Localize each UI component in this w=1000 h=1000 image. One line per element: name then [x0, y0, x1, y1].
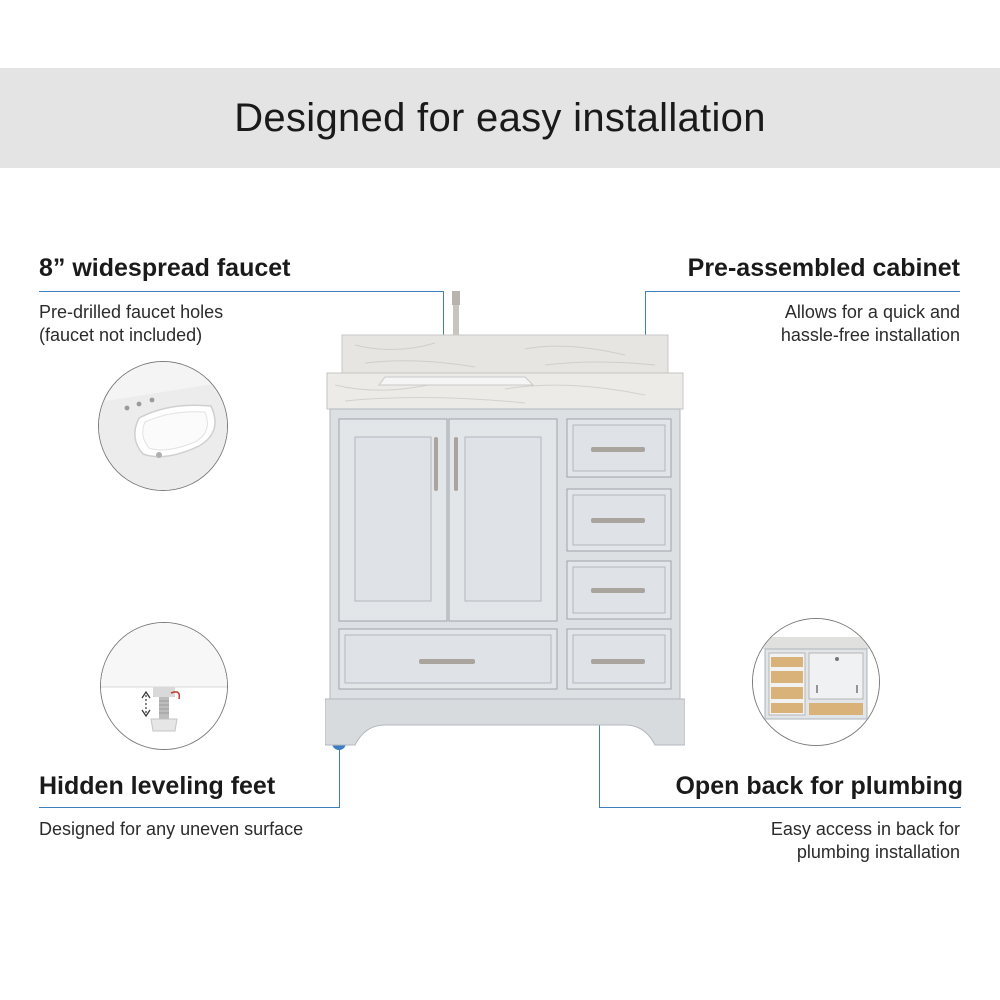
feet-leader-drop — [339, 743, 340, 808]
feet-leader-line — [39, 807, 339, 808]
plumbing-leader-line — [599, 807, 961, 808]
faucet-leader-line — [39, 291, 444, 292]
plumbing-heading: Open back for plumbing — [675, 772, 963, 800]
faucet-description: Pre-drilled faucet holes (faucet not inc… — [39, 302, 224, 345]
faucet-heading: 8” widespread faucet — [39, 254, 291, 282]
cabinet-description: Allows for a quick and hassle-free insta… — [780, 302, 960, 345]
feet-heading: Hidden leveling feet — [39, 772, 276, 800]
cabinet-leader-line — [645, 291, 960, 292]
page-title: Designed for easy installation — [234, 95, 766, 140]
faucet-leader-drop — [443, 291, 444, 368]
title-banner: Designed for easy installation — [0, 68, 1000, 168]
plumbing-description: Easy access in back for plumbing install… — [770, 819, 960, 862]
leveling-foot-image — [100, 622, 228, 750]
feet-description: Designed for any uneven surface — [39, 819, 304, 839]
vanity-image — [325, 285, 685, 750]
cabinet-heading: Pre-assembled cabinet — [687, 254, 960, 282]
sink-detail-image — [98, 361, 228, 491]
open-back-image — [752, 618, 880, 746]
